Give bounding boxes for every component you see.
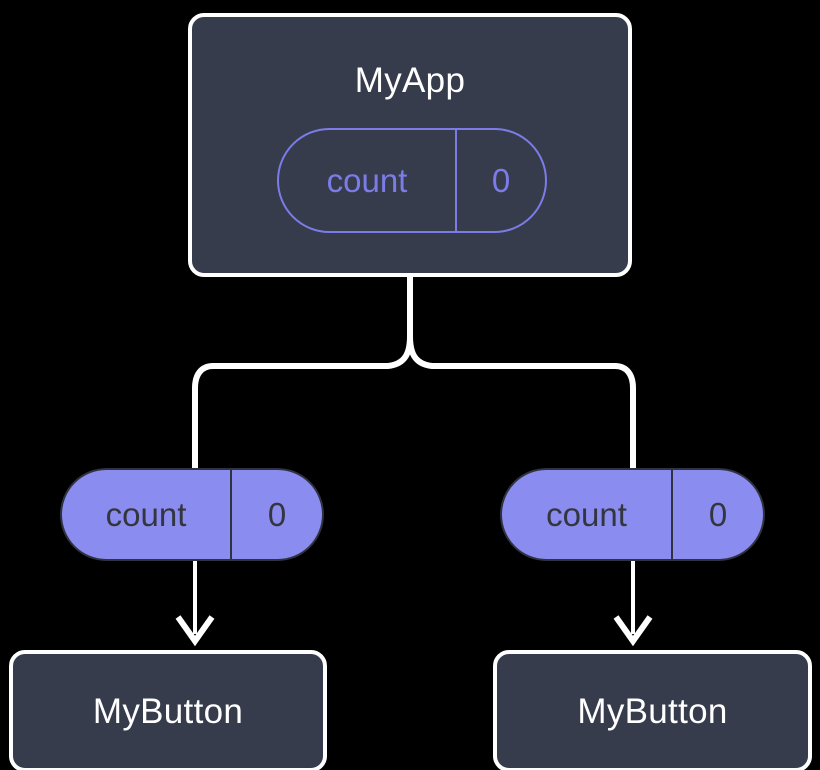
component-title-mybutton: MyButton <box>577 691 728 731</box>
fork-connector-left-leg <box>192 335 413 468</box>
state-value-label: 0 <box>671 470 763 559</box>
component-title-myapp: MyApp <box>354 61 466 100</box>
state-key-label: count <box>105 496 187 533</box>
state-pill-right[interactable]: count 0 <box>500 468 765 561</box>
component-node-myapp[interactable]: MyApp <box>188 13 632 277</box>
state-value-label: 0 <box>230 470 322 559</box>
state-pill-left[interactable]: count 0 <box>60 468 324 561</box>
arrow-down-icon-left-head <box>175 615 215 647</box>
component-node-mybutton-left[interactable]: MyButton <box>9 650 327 770</box>
state-key-label: count <box>326 162 408 199</box>
state-pill-myapp[interactable]: count 0 <box>277 128 547 233</box>
fork-connector <box>407 277 636 468</box>
state-value-label: 0 <box>455 130 545 231</box>
component-node-mybutton-right[interactable]: MyButton <box>493 650 812 770</box>
component-title-mybutton: MyButton <box>92 691 244 731</box>
arrow-down-icon-right-head <box>613 615 653 647</box>
state-key-label: count <box>546 496 627 533</box>
